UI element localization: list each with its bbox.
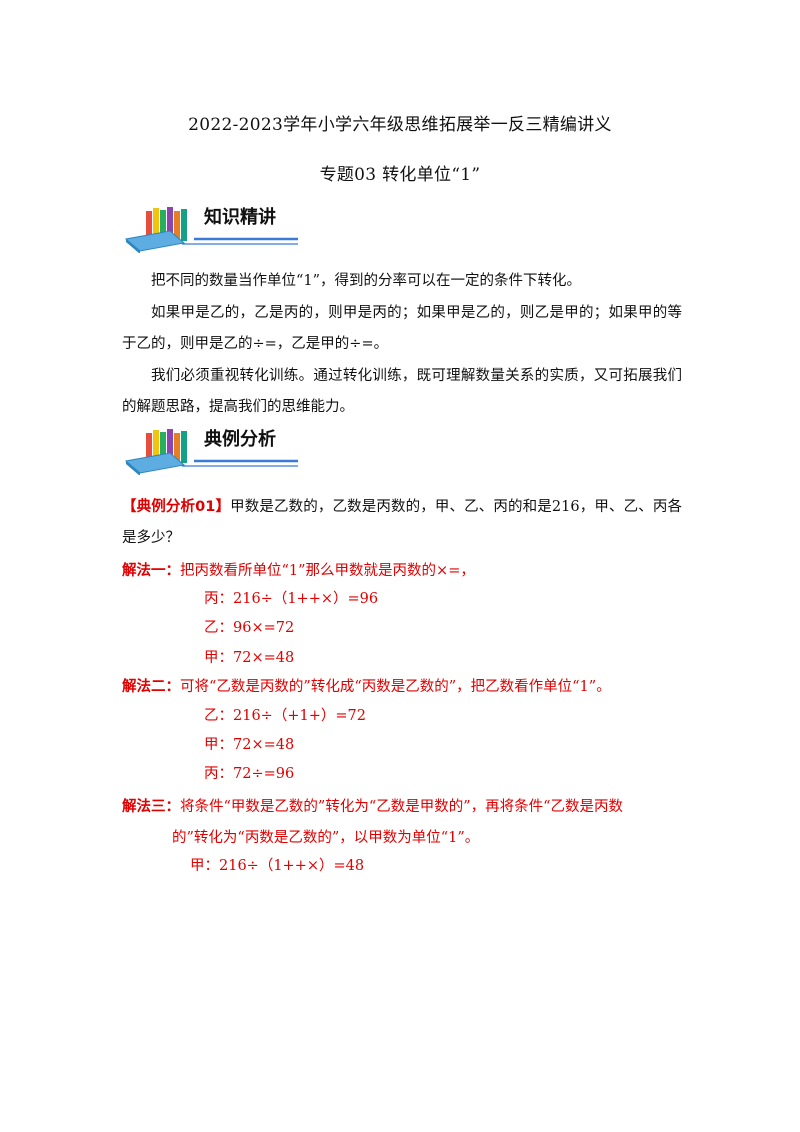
document-title: 2022-2023学年小学六年级思维拓展举一反三精编讲义: [188, 115, 612, 135]
method3-heading: 解法三：将条件“甲数是乙数的”转化为“乙数是甲数的”，再将条件“乙数是丙数 的”…: [122, 792, 682, 854]
method2-step-2: 甲：72×=48: [204, 737, 295, 753]
method1-label: 解法一：: [122, 563, 180, 579]
method3-text-line1: 将条件“甲数是乙数的”转化为“乙数是甲数的”，再将条件“乙数是丙数: [180, 799, 624, 815]
example-question-text: 甲数是乙数的，乙数是丙数的，甲、乙、丙的和是216，甲、乙、丙各是多少？: [122, 499, 682, 546]
method3-text-line2: 的”转化为“丙数是乙数的”，以甲数为单位“1”。: [172, 830, 480, 846]
method2-step-3: 丙：72÷=96: [204, 766, 295, 782]
section-header-knowledge: 知识精讲: [122, 203, 302, 253]
method2-heading: 解法二：可将“乙数是丙数的”转化成“丙数是乙数的”，把乙数看作单位“1”。: [122, 677, 611, 697]
knowledge-paragraph-3: 我们必须重视转化训练。通过转化训练，既可理解数量关系的实质，又可拓展我们的解题思…: [122, 368, 682, 415]
method1-heading: 解法一：把丙数看所单位“1”那么甲数就是丙数的×=，: [122, 561, 475, 581]
method1-step-3: 甲：72×=48: [204, 650, 295, 666]
method3-label: 解法三：: [122, 799, 180, 815]
section-header-examples: 典例分析: [122, 425, 302, 475]
method1-step-1: 丙：216÷（1++×）=96: [204, 591, 379, 607]
method2-step-1: 乙：216÷（+1+）=72: [204, 708, 366, 724]
section-title-examples: 典例分析: [204, 429, 276, 450]
method2-label: 解法二：: [122, 679, 180, 695]
topic-title: 专题03 转化单位“1”: [319, 165, 481, 185]
method1-step-2: 乙：96×=72: [204, 620, 295, 636]
knowledge-paragraph-1: 把不同的数量当作单位“1”，得到的分率可以在一定的条件下转化。: [151, 273, 582, 289]
section-title-knowledge: 知识精讲: [204, 207, 276, 228]
books-icon: [124, 429, 298, 475]
example-label: 【典例分析01】: [122, 499, 231, 515]
method3-step-1: 甲：216÷（1++×）=48: [190, 858, 365, 874]
method2-text: 可将“乙数是丙数的”转化成“丙数是乙数的”，把乙数看作单位“1”。: [180, 679, 611, 695]
knowledge-paragraph-2: 如果甲是乙的，乙是丙的，则甲是丙的；如果甲是乙的，则乙是甲的；如果甲的等于乙的，…: [122, 305, 682, 352]
method1-text: 把丙数看所单位“1”那么甲数就是丙数的×=，: [180, 563, 475, 579]
books-icon: [124, 207, 298, 253]
example-question: 【典例分析01】甲数是乙数的，乙数是丙数的，甲、乙、丙的和是216，甲、乙、丙各…: [122, 492, 682, 554]
